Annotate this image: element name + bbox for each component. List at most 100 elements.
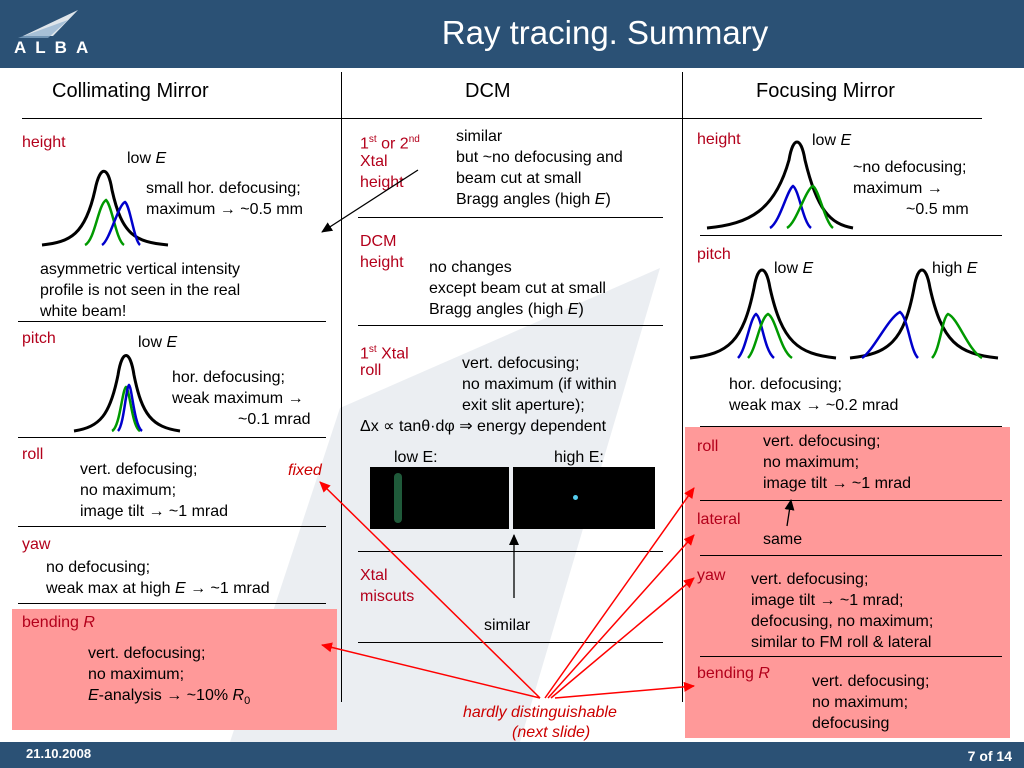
fm-roll-text-2: no maximum; — [763, 454, 860, 471]
dcm-low-e-image — [370, 467, 509, 529]
dcm-roll-text-2: no maximum (if within — [462, 376, 617, 393]
cm-asym-text-3: white beam! — [40, 303, 127, 320]
cm-bending-label: bending R — [22, 614, 95, 631]
footer-page-number: 7 of 14 — [967, 748, 1012, 764]
arrow-hardly-to-cm-bending — [321, 642, 541, 699]
cm-asym-text-1: asymmetric vertical intensity — [40, 261, 241, 278]
dcm-xtal-text-4: Bragg angles (high E) — [456, 191, 611, 208]
fm-pitch-low-label: low E — [774, 260, 814, 277]
dcm-xtal-text-1: similar — [456, 128, 503, 145]
column-divider-left — [341, 72, 342, 702]
dcm-low-e-label: low E: — [394, 449, 438, 466]
arrow-lateral-to-roll — [784, 499, 795, 527]
dcm-roll-formula: Δx ∝ tanθ·dφ ⇒ energy dependent — [360, 418, 607, 435]
column-header-collimating: Collimating Mirror — [52, 80, 209, 102]
fm-height-text-3: ~0.5 mm — [906, 201, 969, 218]
fm-bending-text-2: no maximum; — [812, 694, 909, 711]
fm-pitch-text-1: hor. defocusing; — [729, 376, 842, 393]
dcm-divider-1 — [358, 217, 663, 218]
cm-height-profile-plot — [41, 169, 169, 247]
arrow-xtal-to-cm-height — [321, 169, 419, 233]
column-header-focusing: Focusing Mirror — [756, 80, 895, 102]
cm-bending-text-3: E-analysis → ~10% R0 — [88, 687, 251, 708]
dcm-miscut-label-1: Xtal — [360, 567, 388, 584]
dcm-divider-4 — [358, 642, 663, 643]
dcm-roll-label-1: 1st Xtal — [360, 344, 409, 363]
cm-bending-text-2: no maximum; — [88, 666, 185, 683]
alba-logo-icon — [18, 10, 78, 38]
dcm-xtal-height-label-1: 1st or 2nd — [360, 134, 420, 153]
cm-divider-3 — [18, 526, 326, 527]
cm-pitch-text-1: hor. defocusing; — [172, 369, 285, 386]
fm-divider-3 — [700, 500, 1002, 501]
dcm-height-label-2: height — [360, 254, 404, 271]
fm-height-plot-label: low E — [812, 132, 852, 149]
cm-roll-text-2: no maximum; — [80, 482, 177, 499]
column-header-dcm: DCM — [465, 80, 511, 102]
fm-bending-text-1: vert. defocusing; — [812, 673, 930, 690]
fm-roll-text-3: image tilt → ~1 mrad — [763, 475, 912, 492]
fm-pitch-label: pitch — [697, 246, 731, 263]
fm-pitch-text-2: weak max → ~0.2 mrad — [729, 397, 899, 414]
arrow-hardly-to-fixed — [319, 481, 541, 699]
dcm-roll-text-1: vert. defocusing; — [462, 355, 580, 372]
cm-yaw-text-2: weak max at high E → ~1 mrad — [46, 580, 270, 597]
dcm-miscut-text: similar — [484, 617, 531, 634]
arrow-hardly-to-fm-roll — [544, 487, 695, 699]
fm-height-label: height — [697, 131, 741, 148]
cm-height-label: height — [22, 134, 66, 151]
hardly-distinguishable-note-1: hardly distinguishable — [463, 704, 617, 721]
slide-title: Ray tracing. Summary — [441, 14, 769, 51]
fm-yaw-label: yaw — [697, 567, 726, 584]
cm-divider-4 — [18, 603, 326, 604]
fm-yaw-text-1: vert. defocusing; — [751, 571, 869, 588]
fm-height-profile-plot — [706, 140, 854, 230]
cm-height-plot-label: low E — [127, 150, 167, 167]
cm-pitch-profile-plot — [73, 354, 181, 433]
cm-pitch-text-2: weak maximum → — [172, 390, 304, 407]
fm-height-text-1: ~no defocusing; — [853, 159, 967, 176]
fm-pitch-low-profile-plot — [689, 268, 837, 360]
cm-pitch-label: pitch — [22, 330, 56, 347]
dcm-high-e-image — [513, 467, 655, 529]
fm-roll-label: roll — [697, 438, 719, 455]
footer-bar: 21.10.2008 7 of 14 — [0, 742, 1024, 768]
cm-divider-1 — [18, 321, 326, 322]
fm-bending-label: bending R — [697, 665, 770, 682]
fm-divider-2 — [700, 426, 1002, 427]
dcm-height-label-1: DCM — [360, 233, 397, 250]
fm-lateral-text: same — [763, 531, 803, 548]
header-bar: ALBA Ray tracing. Summary — [0, 0, 1024, 68]
fm-divider-1 — [700, 235, 1002, 236]
fm-highlight — [685, 427, 1010, 738]
fm-roll-text-1: vert. defocusing; — [763, 433, 881, 450]
cm-bending-text-1: vert. defocusing; — [88, 645, 206, 662]
cm-divider-2 — [18, 437, 326, 438]
fm-divider-5 — [700, 656, 1002, 657]
header-divider — [22, 118, 982, 119]
cm-roll-text-1: vert. defocusing; — [80, 461, 198, 478]
logo-text: ALBA — [14, 38, 98, 57]
cm-asym-text-2: profile is not seen in the real — [40, 282, 241, 299]
cm-fixed-note: fixed — [288, 462, 322, 479]
fm-divider-4 — [700, 555, 1002, 556]
cm-bending-highlight — [12, 609, 337, 730]
dcm-height-text-2: except beam cut at small — [429, 280, 606, 297]
fm-pitch-high-label: high E — [932, 260, 978, 277]
dcm-xtal-height-label-2: Xtal — [360, 153, 388, 170]
dcm-roll-text-3: exit slit aperture); — [462, 397, 585, 414]
dcm-high-e-label: high E: — [554, 449, 604, 466]
cm-yaw-label: yaw — [22, 536, 51, 553]
cm-height-text-1: small hor. defocusing; — [146, 180, 301, 197]
fm-yaw-text-2: image tilt → ~1 mrad; — [751, 592, 904, 609]
dcm-divider-3 — [358, 551, 663, 552]
cm-height-text-2: maximum → ~0.5 mm — [146, 201, 303, 218]
dcm-roll-label-2: roll — [360, 362, 382, 379]
hardly-distinguishable-note-2: (next slide) — [512, 724, 591, 741]
column-divider-right — [682, 72, 683, 702]
arrow-hardly-to-fm-bending — [554, 681, 695, 699]
cm-pitch-text-3: ~0.1 mrad — [238, 411, 311, 428]
cm-yaw-text-1: no defocusing; — [46, 559, 151, 576]
fm-yaw-text-4: similar to FM roll & lateral — [751, 634, 932, 651]
